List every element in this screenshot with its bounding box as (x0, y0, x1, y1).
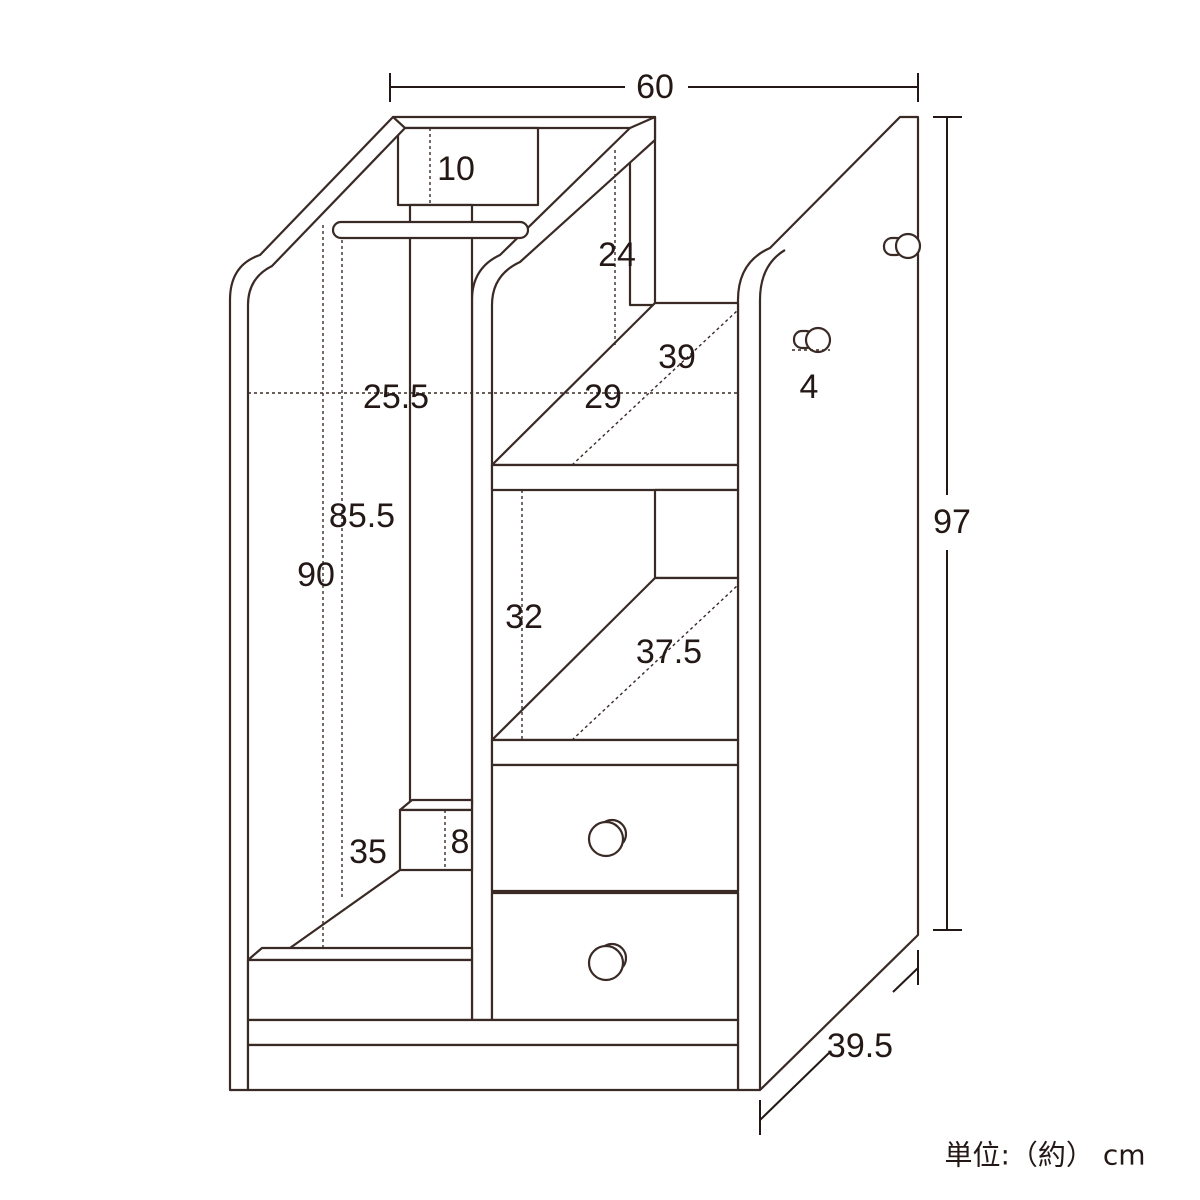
dim-hanging-inner-height: 85.5 (329, 497, 395, 535)
dim-bottom-depth: 35 (349, 833, 387, 871)
unit-label: 単位:（約） cm (944, 1139, 1145, 1172)
dim-overall-height: 97 (933, 503, 971, 541)
depth-dimension-line (759, 950, 919, 1135)
left-side-panel (228, 115, 407, 1092)
knob-icon (587, 820, 625, 858)
hook-icon (792, 326, 832, 354)
dim-shelf-width: 29 (584, 378, 622, 416)
dim-hook-size: 4 (800, 368, 819, 406)
height-dimension-line (933, 116, 962, 931)
dim-overall-width: 60 (636, 68, 674, 106)
back-column (408, 203, 474, 807)
dim-top-box-height: 10 (437, 150, 475, 188)
dim-hanging-height: 90 (297, 556, 335, 594)
knob-icon (587, 944, 625, 982)
dim-upper-shelf-depth: 39 (658, 338, 696, 376)
right-side-panel (736, 115, 920, 1092)
hanging-rod (331, 220, 530, 240)
dim-bottom-box-height: 8 (451, 823, 470, 861)
small-box (398, 808, 474, 872)
bottom-box (246, 958, 474, 1022)
dim-lower-shelf-depth: 37.5 (636, 633, 702, 671)
plinth (246, 1018, 740, 1047)
dim-hanging-width: 25.5 (363, 378, 429, 416)
dim-overall-depth: 39.5 (827, 1027, 893, 1065)
width-dimension-line (389, 73, 919, 102)
hook-icon (882, 232, 922, 260)
dim-upper-right-height: 24 (598, 236, 636, 274)
middle-panel (470, 115, 657, 1022)
top-box (396, 126, 540, 207)
dim-lower-shelf-height: 32 (505, 598, 543, 636)
